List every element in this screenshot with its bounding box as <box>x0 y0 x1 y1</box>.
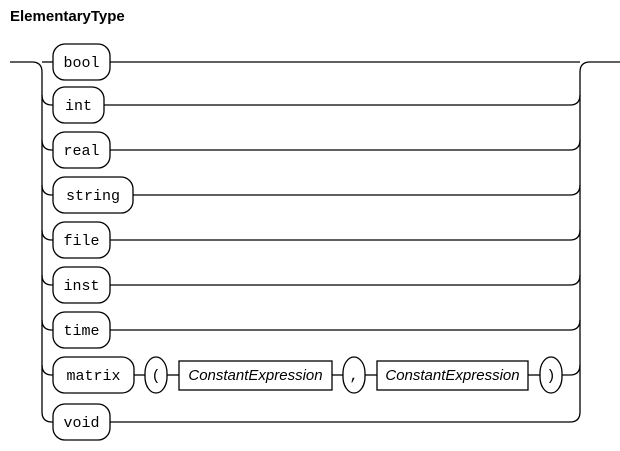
left-branch-connectors <box>41 94 53 423</box>
nonterminal-box-const-expr-1[interactable] <box>178 360 333 391</box>
terminal-box-bool[interactable] <box>52 43 111 81</box>
terminal-label-file: file <box>63 233 99 250</box>
terminal-label-void: void <box>63 415 99 432</box>
terminal-label-matrix-keyword: matrix <box>66 368 120 385</box>
terminal-box-void[interactable] <box>52 403 111 441</box>
nonterminal-box-const-expr-2[interactable] <box>376 360 529 391</box>
terminal-label-real: real <box>63 143 99 160</box>
terminal-box-close-paren[interactable] <box>539 356 563 394</box>
terminal-label-open-paren: ( <box>151 368 160 385</box>
nonterminal-label-const-expr-1: ConstantExpression <box>188 367 322 384</box>
terminal-box-open-paren[interactable] <box>144 356 168 394</box>
nonterminal-label-const-expr-2: ConstantExpression <box>385 367 519 384</box>
page-title: ElementaryType <box>10 8 125 25</box>
terminal-label-bool: bool <box>63 55 99 72</box>
terminal-box-int[interactable] <box>52 86 105 124</box>
terminal-box-time[interactable] <box>52 311 111 349</box>
alternative-int[interactable]: int <box>52 86 105 124</box>
terminal-box-file[interactable] <box>52 221 111 259</box>
terminal-box-inst[interactable] <box>52 266 111 304</box>
terminal-label-close-paren: ) <box>546 368 555 385</box>
alternative-matrix[interactable]: matrix ( ConstantExpression , ConstantEx… <box>52 356 563 394</box>
terminal-label-time: time <box>63 323 99 340</box>
alternative-real[interactable]: real <box>52 131 111 169</box>
terminal-label-int: int <box>65 98 92 115</box>
terminal-label-inst: inst <box>63 278 99 295</box>
terminal-label-string: string <box>66 188 120 205</box>
terminal-box-comma[interactable] <box>342 356 366 394</box>
exit-rail <box>579 61 620 412</box>
alternative-string[interactable]: string <box>52 176 134 214</box>
alternative-inst[interactable]: inst <box>52 266 111 304</box>
right-branch-connectors <box>104 61 581 423</box>
alternative-void[interactable]: void <box>52 403 111 441</box>
terminal-box-real[interactable] <box>52 131 111 169</box>
alternative-bool[interactable]: bool <box>52 43 111 81</box>
terminal-box-matrix-keyword[interactable] <box>52 356 135 394</box>
alternative-time[interactable]: time <box>52 311 111 349</box>
alternative-file[interactable]: file <box>52 221 111 259</box>
terminal-box-string[interactable] <box>52 176 134 214</box>
entry-rail <box>10 61 53 412</box>
terminal-label-comma: , <box>349 368 358 385</box>
